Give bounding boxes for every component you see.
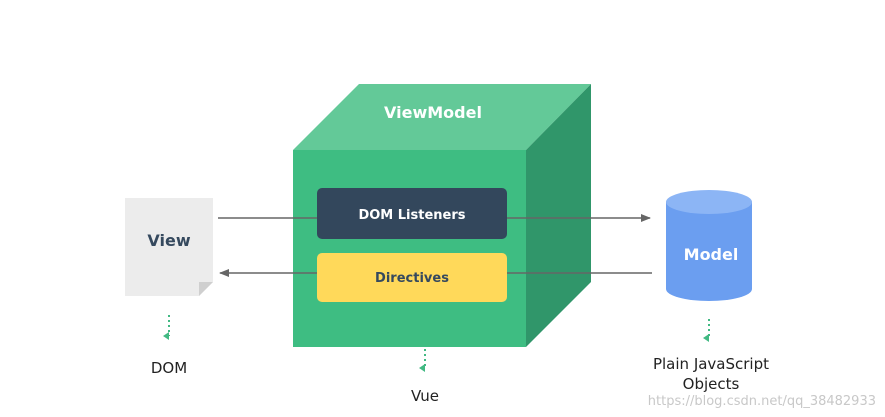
plain-js-caption-line2: Objects [683, 375, 740, 393]
viewmodel-label: ViewModel [384, 103, 482, 122]
dom-listeners-label: DOM Listeners [358, 208, 465, 223]
view-label: View [147, 231, 190, 250]
directives-label: Directives [375, 271, 449, 286]
watermark: https://blog.csdn.net/qq_38482933 [648, 394, 876, 409]
model-label: Model [684, 245, 739, 264]
cube-top-face [293, 84, 591, 150]
cube-front-face [293, 150, 526, 347]
vue-caption: Vue [411, 387, 439, 405]
dom-caption: DOM [151, 359, 187, 377]
view-document: View [125, 198, 213, 296]
plain-js-caption-line1: Plain JavaScript [653, 355, 769, 373]
viewmodel-cube: ViewModel [293, 84, 591, 347]
model-cylinder: Model [666, 190, 752, 301]
dom-listeners-box: DOM Listeners [317, 188, 507, 239]
directives-box: Directives [317, 253, 507, 302]
cube-side-face [526, 84, 591, 347]
